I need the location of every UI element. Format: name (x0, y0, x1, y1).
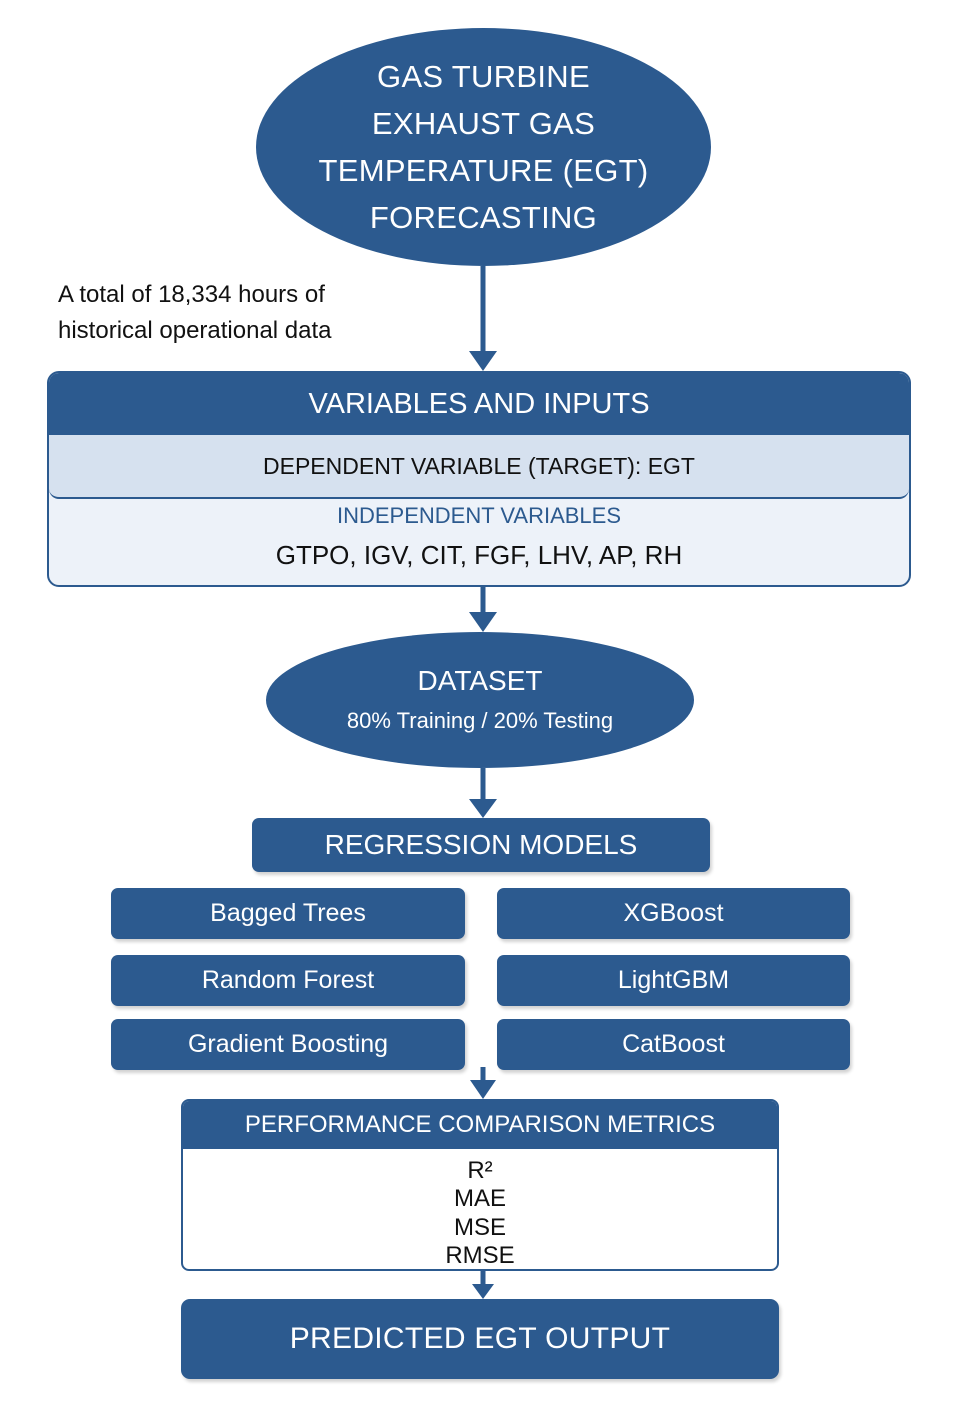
metric-mae: MAE (453, 1185, 506, 1212)
arrowhead-models (469, 799, 497, 818)
metrics-header: PERFORMANCE COMPARISON METRICS (183, 1101, 777, 1149)
data-note-line: A total of 18,334 hours of (58, 281, 325, 308)
model-xgboost: XGBoost (497, 888, 850, 939)
data-note-line: historical operational data (58, 317, 332, 344)
title-line: FORECASTING (369, 200, 598, 235)
metric-mse: MSE (453, 1214, 506, 1241)
arrowhead-output (472, 1284, 494, 1299)
variables-header: VARIABLES AND INPUTS (49, 373, 909, 435)
dataset-title: DATASET (417, 665, 543, 696)
dependent-variable: DEPENDENT VARIABLE (TARGET): EGT (49, 435, 909, 499)
dataset-ellipse: DATASET 80% Training / 20% Testing (266, 632, 694, 768)
model-lightgbm: LightGBM (497, 955, 850, 1006)
independent-variables-title: INDEPENDENT VARIABLES (336, 503, 622, 528)
model-random-forest: Random Forest (111, 955, 465, 1006)
metric-rmse: RMSE (445, 1242, 515, 1269)
title-line: EXHAUST GAS (371, 106, 596, 141)
regression-models-title: REGRESSION MODELS (252, 818, 710, 872)
variables-box: VARIABLES AND INPUTS DEPENDENT VARIABLE … (47, 371, 911, 587)
model-gradient-boosting: Gradient Boosting (111, 1019, 465, 1070)
arrowhead-variables (469, 351, 497, 371)
metric-r2: R² (467, 1157, 493, 1184)
metrics-box: PERFORMANCE COMPARISON METRICS R² MAE MS… (181, 1099, 779, 1271)
title-ellipse: GAS TURBINE EXHAUST GAS TEMPERATURE (EGT… (256, 28, 711, 266)
arrowhead-metrics (470, 1080, 496, 1099)
independent-variables-list: GTPO, IGV, CIT, FGF, LHV, AP, RH (275, 540, 683, 570)
title-line: TEMPERATURE (EGT) (318, 153, 649, 188)
dataset-split: 80% Training / 20% Testing (346, 708, 614, 733)
data-note: A total of 18,334 hours of historical op… (58, 277, 332, 349)
arrowhead-dataset (469, 612, 497, 632)
title-line: GAS TURBINE (377, 59, 590, 94)
model-bagged-trees: Bagged Trees (111, 888, 465, 939)
predicted-output: PREDICTED EGT OUTPUT (181, 1299, 779, 1379)
model-catboost: CatBoost (497, 1019, 850, 1070)
